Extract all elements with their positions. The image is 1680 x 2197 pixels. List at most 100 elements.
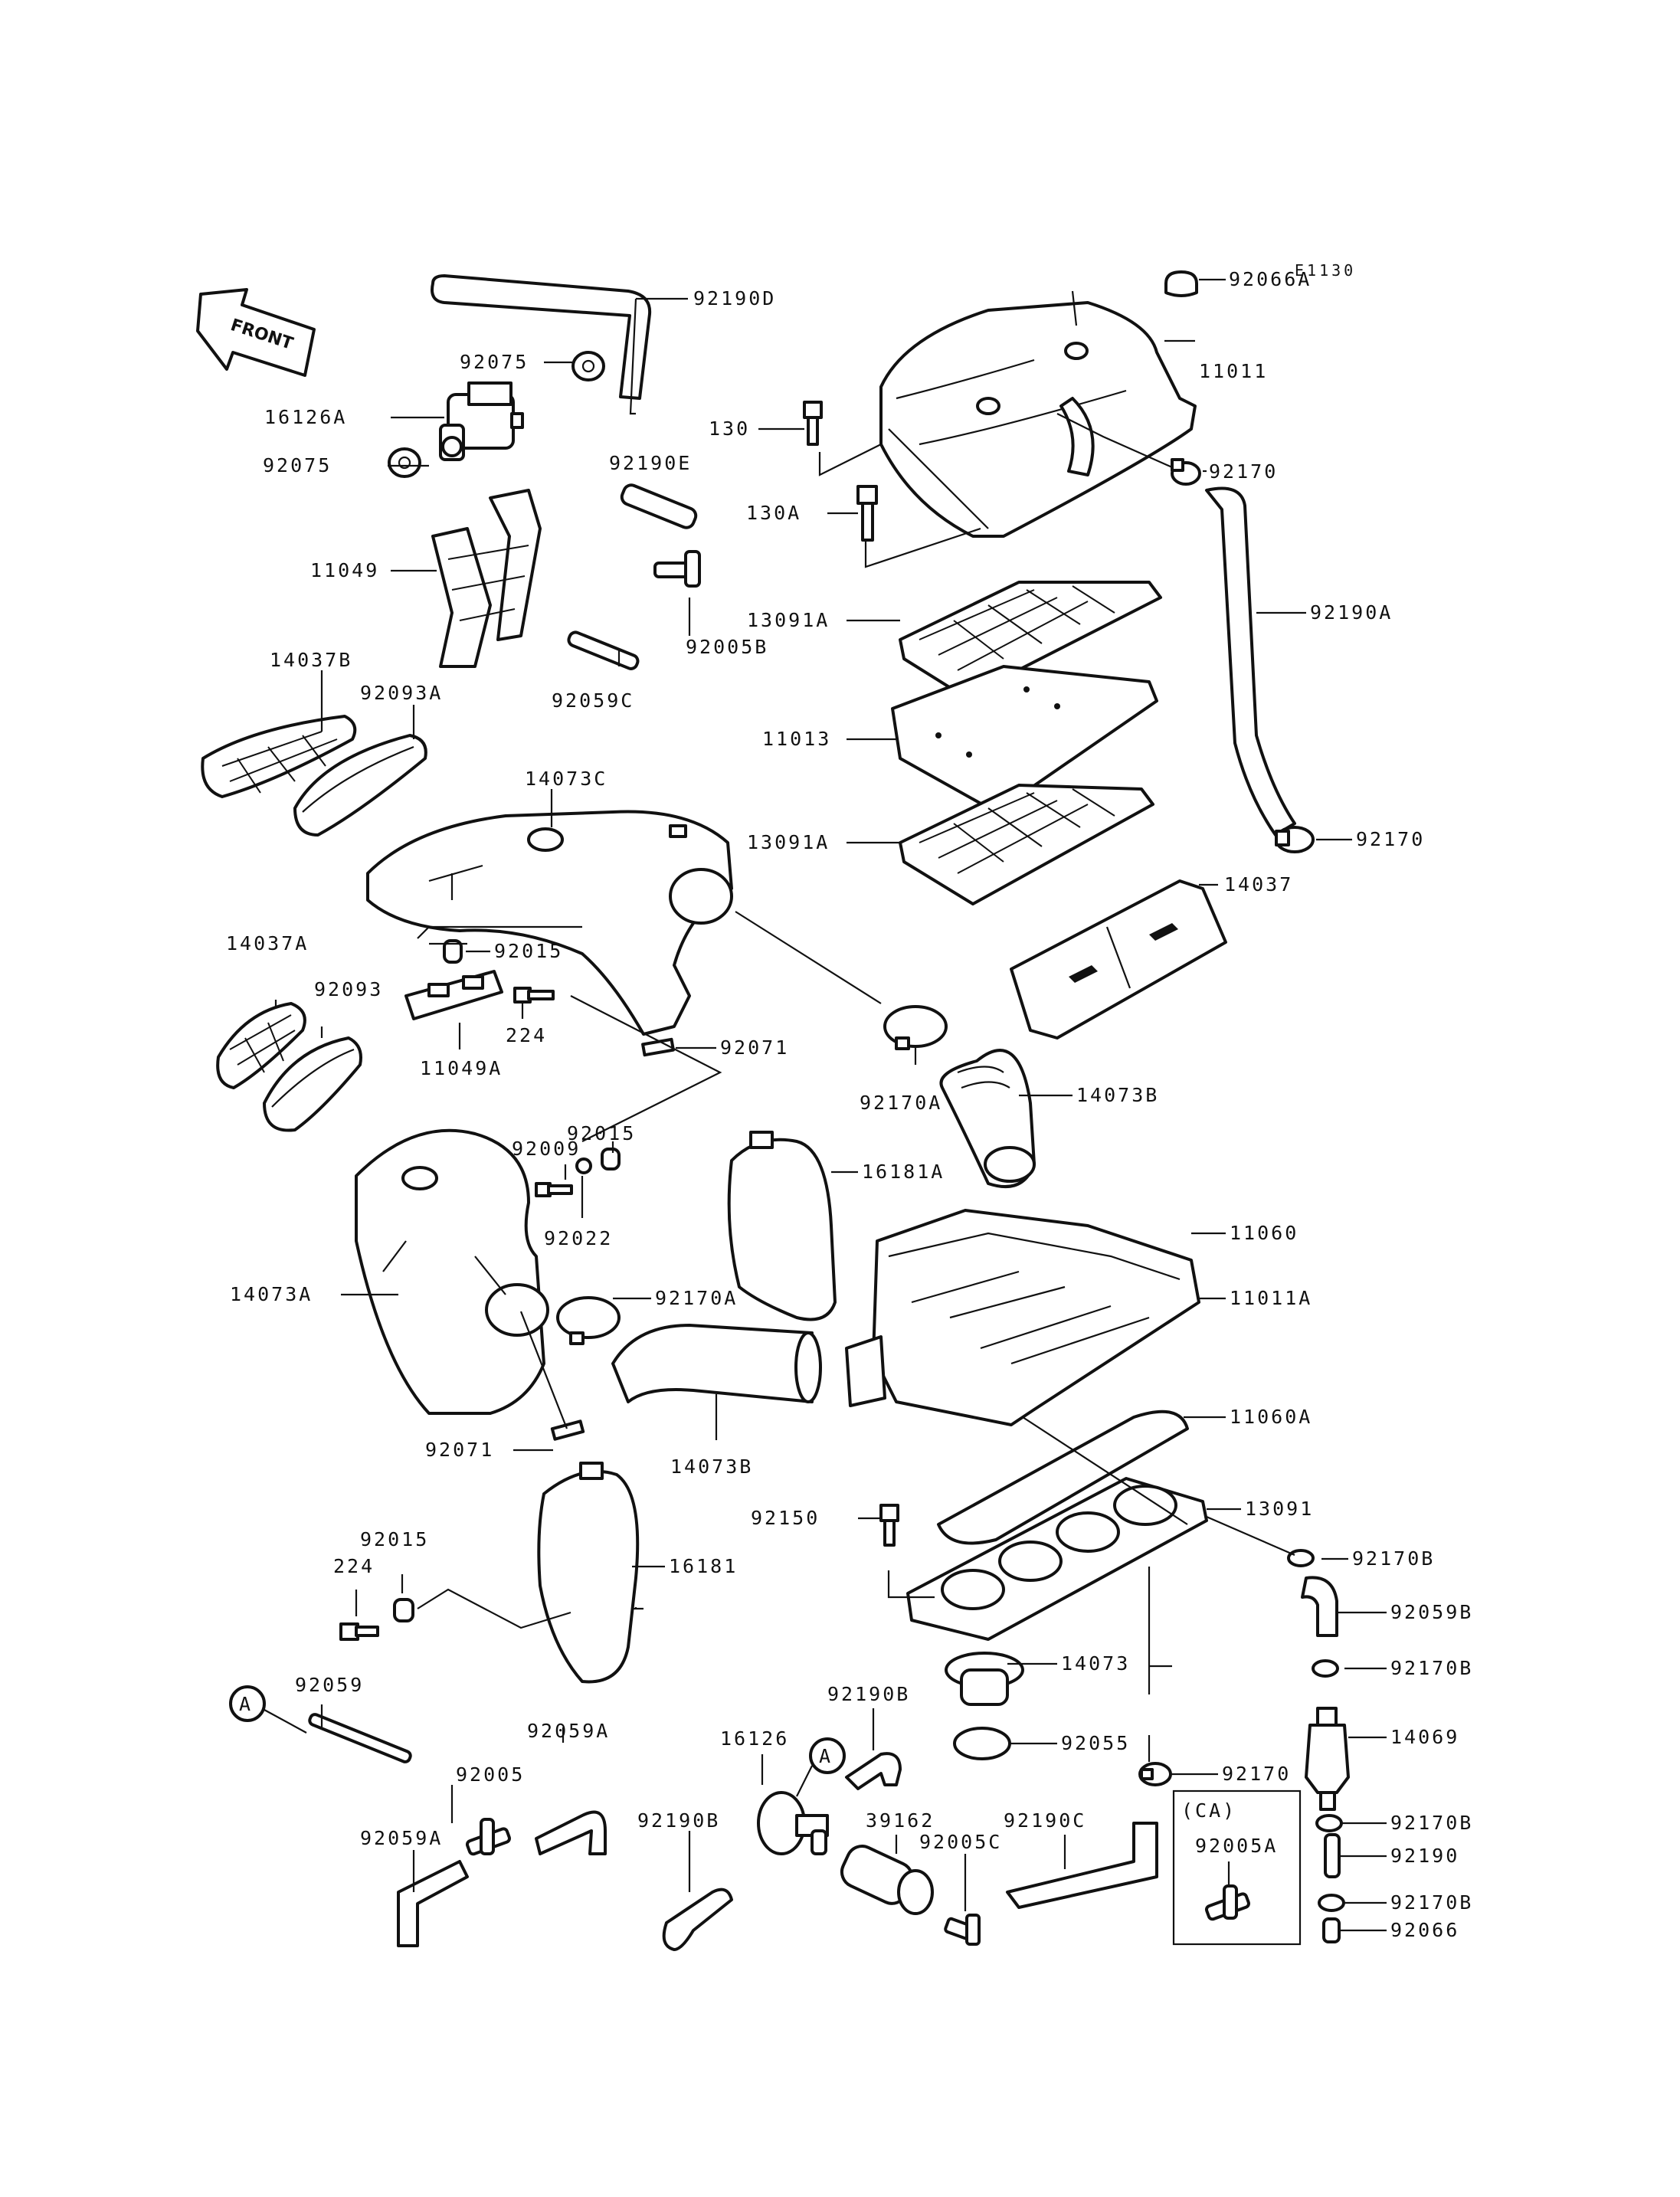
label-130: 130 bbox=[709, 417, 750, 440]
fitting-92005b-shape bbox=[653, 550, 701, 588]
label-92075-top: 92075 bbox=[460, 351, 529, 373]
hose-92190e-shape bbox=[620, 483, 698, 529]
bolt-224-lower-shape bbox=[339, 1622, 379, 1641]
label-130a: 130A bbox=[746, 502, 801, 524]
grommet-92075-left-shape bbox=[388, 447, 421, 478]
label-92093a: 92093A bbox=[360, 682, 443, 704]
ca-box bbox=[1172, 1789, 1302, 1946]
air-cleaner-cover-11011-shape bbox=[879, 301, 1197, 538]
vacuum-valve-16126a-shape bbox=[439, 381, 524, 461]
callout-a-middle-icon bbox=[809, 1737, 846, 1774]
label-92170b-c: 92170B bbox=[1390, 1812, 1473, 1834]
duct-92093a-shape bbox=[293, 734, 427, 837]
label-92190c: 92190C bbox=[1004, 1809, 1086, 1832]
label-14073b-upper: 14073B bbox=[1076, 1084, 1159, 1106]
gasket-11060a-shape bbox=[937, 1410, 1189, 1545]
label-11060: 11060 bbox=[1230, 1222, 1298, 1244]
fitting-92005-shape bbox=[465, 1818, 511, 1856]
label-92071-upper: 92071 bbox=[720, 1036, 789, 1059]
label-92059c: 92059C bbox=[552, 689, 634, 712]
filter-screen-13091a-upper-shape bbox=[899, 581, 1162, 699]
oring-92055-shape bbox=[953, 1727, 1011, 1760]
hose-14073b-upper-shape bbox=[939, 1049, 1036, 1189]
filter-39162-shape bbox=[840, 1845, 934, 1915]
label-92170-upper: 92170 bbox=[1209, 460, 1278, 483]
label-14073b-lower: 14073B bbox=[670, 1455, 753, 1478]
bolt-92009-shape bbox=[535, 1182, 573, 1197]
hose-92190-shape bbox=[1324, 1833, 1341, 1878]
label-13091a-upper: 13091A bbox=[747, 609, 830, 631]
hose-92190b-middle-shape bbox=[845, 1752, 902, 1790]
label-16181a: 16181A bbox=[862, 1161, 945, 1183]
label-92170b-b: 92170B bbox=[1390, 1657, 1473, 1679]
label-14073: 14073 bbox=[1061, 1652, 1130, 1675]
net-14037b-shape bbox=[201, 715, 357, 798]
label-14069: 14069 bbox=[1390, 1726, 1459, 1748]
label-14037a: 14037A bbox=[226, 932, 309, 954]
label-14073c: 14073C bbox=[525, 768, 607, 790]
hose-92059c-shape bbox=[567, 630, 640, 670]
fitting-92005a-shape bbox=[1204, 1884, 1250, 1921]
filter-screen-13091a-lower-shape bbox=[899, 784, 1154, 905]
callout-a-left-icon bbox=[229, 1685, 266, 1722]
grommet-92071-lower-shape bbox=[550, 1419, 585, 1441]
grommet-92075-top-shape bbox=[571, 351, 605, 381]
label-224-lower: 224 bbox=[333, 1555, 375, 1577]
label-14037b: 14037B bbox=[270, 649, 352, 671]
callout-a-left: A bbox=[239, 1693, 253, 1715]
label-92005a: 92005A bbox=[1195, 1835, 1278, 1857]
label-11011: 11011 bbox=[1199, 360, 1268, 382]
label-11049a: 11049A bbox=[420, 1057, 503, 1079]
hose-92190c-shape bbox=[1006, 1822, 1158, 1909]
label-92059b: 92059B bbox=[1390, 1601, 1473, 1623]
clamp-92170b-c-shape bbox=[1315, 1814, 1343, 1832]
label-92059a-left: 92059A bbox=[360, 1827, 443, 1849]
callout-a-middle: A bbox=[819, 1745, 833, 1767]
label-13091a-lower: 13091A bbox=[747, 831, 830, 853]
separator-14069-shape bbox=[1305, 1707, 1350, 1811]
label-11049: 11049 bbox=[310, 559, 379, 581]
label-92190b-left: 92190B bbox=[637, 1809, 720, 1832]
label-92059a-right: 92059A bbox=[527, 1720, 610, 1742]
clamp-92170b-d-shape bbox=[1318, 1894, 1345, 1912]
hose-92190a-shape bbox=[1205, 486, 1296, 837]
clamp-92170-right-shape bbox=[1275, 826, 1315, 853]
label-92093: 92093 bbox=[314, 978, 383, 1000]
collar-92015-upper-shape bbox=[443, 939, 463, 964]
label-224-upper: 224 bbox=[506, 1024, 547, 1046]
label-92190d: 92190D bbox=[693, 287, 776, 309]
hose-14073b-lower-shape bbox=[611, 1324, 822, 1403]
intake-duct-14073a-shape bbox=[355, 1128, 549, 1415]
collar-92015-middle-shape bbox=[601, 1148, 621, 1171]
net-14037a-shape bbox=[216, 1002, 306, 1089]
label-92150: 92150 bbox=[751, 1507, 820, 1529]
label-11060a: 11060A bbox=[1230, 1406, 1312, 1428]
clamp-92170-upper-shape bbox=[1171, 458, 1201, 486]
label-92075-left: 92075 bbox=[263, 454, 332, 476]
label-92022: 92022 bbox=[544, 1227, 613, 1249]
label-92015-middle: 92015 bbox=[567, 1122, 636, 1144]
label-92005b: 92005B bbox=[686, 636, 768, 658]
label-92055: 92055 bbox=[1061, 1732, 1130, 1754]
hose-92059a-left-shape bbox=[397, 1860, 469, 1947]
label-92170a-lower: 92170A bbox=[655, 1287, 738, 1309]
pad-14037-shape bbox=[1010, 879, 1227, 1040]
washer-92022-shape bbox=[575, 1157, 592, 1174]
label-16181: 16181 bbox=[669, 1555, 738, 1577]
clamp-92170-lower-shape bbox=[1138, 1762, 1172, 1786]
label-92066a: 92066A bbox=[1229, 268, 1312, 290]
bolt-130-shape bbox=[803, 401, 823, 446]
clamp-92170b-a-shape bbox=[1287, 1549, 1315, 1567]
label-13091: 13091 bbox=[1245, 1498, 1314, 1520]
clamp-92170a-lower-shape bbox=[556, 1296, 621, 1345]
grommet-92071-upper-shape bbox=[641, 1037, 675, 1057]
bracket-11049-shape bbox=[431, 489, 542, 668]
holder-13091-shape bbox=[906, 1477, 1208, 1641]
part-labels: 92066A 92190D 11011 92075 16126A 92075 1… bbox=[226, 268, 1473, 1941]
label-92009: 92009 bbox=[512, 1138, 581, 1160]
label-92059: 92059 bbox=[295, 1674, 364, 1696]
label-92190b-middle: 92190B bbox=[827, 1683, 910, 1705]
filter-element-11013-shape bbox=[891, 665, 1158, 814]
